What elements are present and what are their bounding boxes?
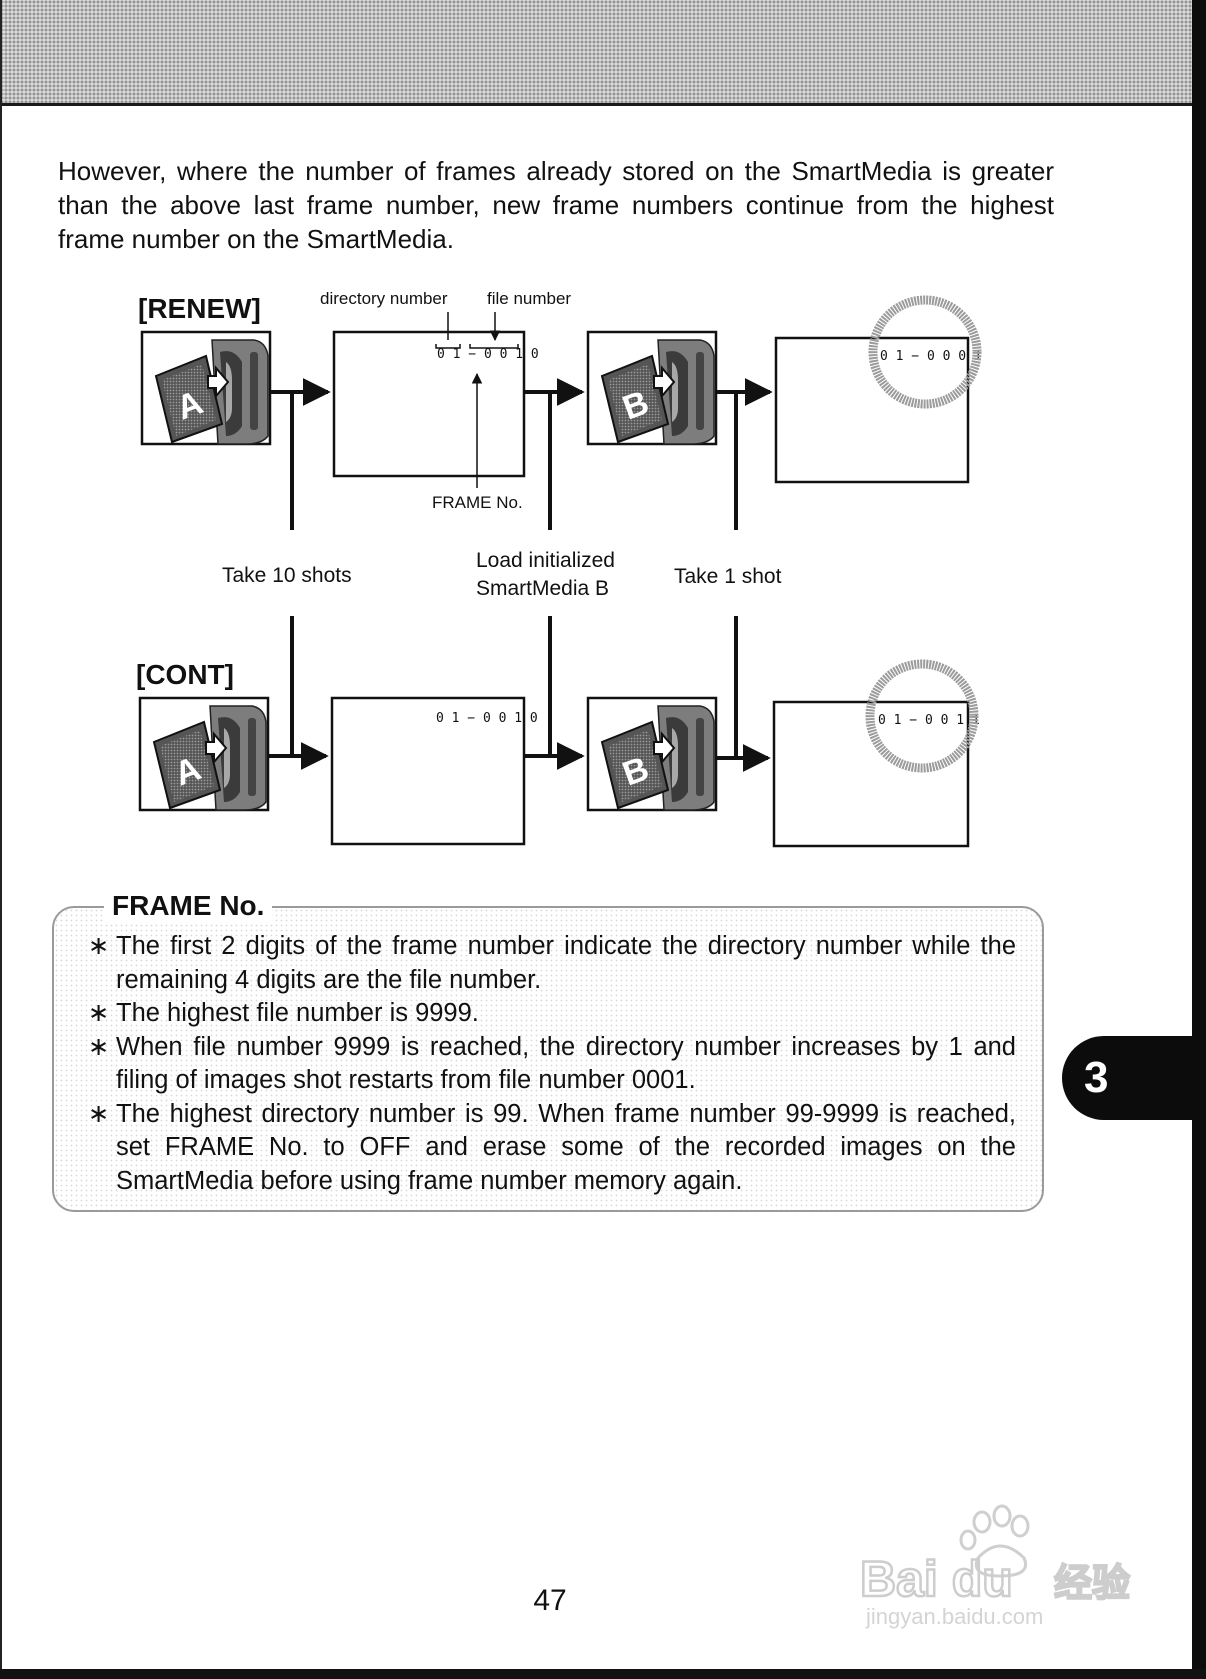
page-edge-left — [0, 0, 2, 1679]
page-edge-right — [1192, 0, 1206, 1679]
renew-screen-2-number: 0 1 − 0 0 0 1 — [880, 349, 982, 364]
step-take-1-shot: Take 1 shot — [674, 565, 782, 588]
bullet-asterisk: ∗ — [88, 1099, 110, 1128]
header-band — [0, 0, 1206, 106]
watermark-brand-cn: 经验 — [1054, 1561, 1130, 1605]
page-number: 47 — [533, 1584, 567, 1617]
frame-no-diagram-label: FRAME No. — [432, 493, 523, 512]
cont-screen-2-number: 0 1 − 0 0 1 1 — [878, 713, 980, 728]
chapter-tab: 3 — [1062, 1036, 1206, 1120]
bullet-asterisk: ∗ — [88, 1032, 110, 1061]
note-title: FRAME No. — [104, 888, 273, 924]
step-load-line-1: Load initialized — [476, 549, 615, 572]
note-item: ∗ The first 2 digits of the frame number… — [88, 930, 1016, 997]
renew-screen-1-number: 0 1 − 0 0 1 0 — [437, 347, 539, 362]
renew-card-b: B — [586, 330, 718, 446]
cont-card-b: B — [586, 696, 718, 812]
cont-screen-1 — [330, 696, 526, 846]
note-item: ∗ The highest directory number is 99. Wh… — [88, 1098, 1016, 1199]
highlight-circle — [865, 659, 979, 773]
frame-no-note-box — [52, 906, 1044, 1212]
cont-card-a: A — [138, 696, 270, 812]
renew-screen-2 — [774, 336, 970, 484]
cont-connectors — [268, 616, 771, 772]
renew-card-a: A — [140, 330, 272, 446]
bullet-asterisk: ∗ — [88, 932, 110, 960]
step-take-10-shots: Take 10 shots — [222, 564, 352, 587]
note-item: ∗ When file number 9999 is reached, the … — [88, 1031, 1016, 1098]
directory-number-label: directory number — [320, 289, 448, 308]
note-item-text: The highest directory number is 99. When… — [116, 1099, 1016, 1195]
step-load-line-2: SmartMedia B — [476, 577, 609, 600]
label-pointers — [447, 312, 495, 340]
page-edge-bottom — [0, 1669, 1206, 1679]
note-item-text: When file number 9999 is reached, the di… — [116, 1032, 1016, 1095]
note-list: ∗ The first 2 digits of the frame number… — [88, 930, 1016, 1198]
note-item: ∗ The highest file number is 9999. — [88, 997, 1016, 1031]
paw-icon — [959, 1504, 1030, 1578]
intro-paragraph: However, where the number of frames alre… — [58, 156, 1054, 254]
renew-screen-1 — [332, 330, 526, 478]
renew-label: [RENEW] — [138, 293, 261, 324]
file-number-label: file number — [487, 289, 571, 308]
watermark-brand: Bai du — [860, 1551, 1013, 1607]
watermark-url: jingyan.baidu.com — [865, 1604, 1043, 1629]
frame-number-diagram: [RENEW] directory number file number A 0… — [136, 289, 982, 848]
renew-connectors — [270, 378, 773, 530]
digit-brackets — [435, 344, 519, 349]
bullet-asterisk: ∗ — [88, 999, 110, 1027]
highlight-circle — [868, 295, 982, 409]
baidu-watermark: Bai du 经验 jingyan.baidu.com — [860, 1504, 1131, 1629]
note-item-text: The highest file number is 9999. — [116, 999, 479, 1027]
cont-label: [CONT] — [136, 659, 234, 690]
note-item-text: The first 2 digits of the frame number i… — [116, 932, 1016, 994]
cont-screen-1-number: 0 1 − 0 0 1 0 — [436, 711, 538, 726]
